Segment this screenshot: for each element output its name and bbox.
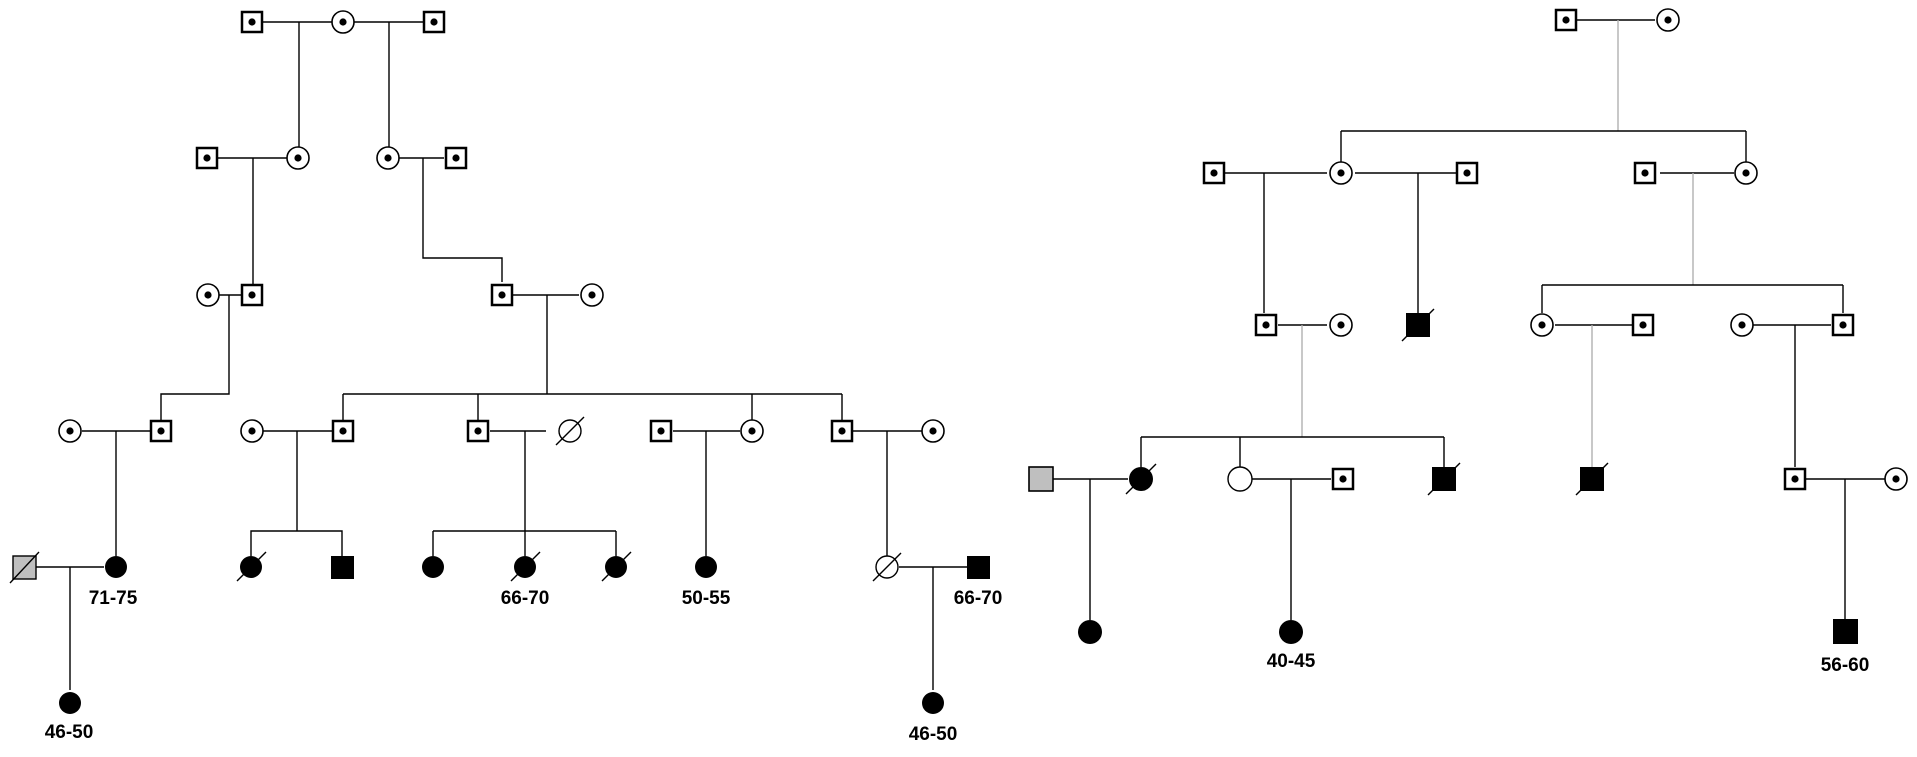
carrier-male-symbol bbox=[1783, 467, 1807, 491]
carrier-male-symbol bbox=[490, 283, 514, 307]
affected-female-symbol bbox=[922, 692, 944, 714]
right-pedigree-individuals bbox=[1028, 8, 1908, 644]
carrier-male-symbol bbox=[1202, 161, 1226, 185]
left-age-labels: 71-75 46-50 66-70 50-55 66-70 46-50 bbox=[45, 588, 1003, 745]
deceased-affected-female-symbol bbox=[510, 551, 541, 582]
carrier-female-symbol bbox=[196, 283, 220, 307]
carrier-male-symbol bbox=[466, 419, 490, 443]
affected-male-symbol bbox=[331, 556, 354, 579]
left-pedigree bbox=[36, 21, 967, 690]
carrier-male-symbol bbox=[444, 146, 468, 170]
unknown-male-symbol bbox=[1028, 466, 1054, 492]
age-label: 66-70 bbox=[501, 588, 550, 609]
carrier-male-symbol bbox=[1831, 313, 1855, 337]
carrier-female-symbol bbox=[1329, 313, 1353, 337]
carrier-female-symbol bbox=[1656, 8, 1680, 32]
carrier-male-symbol bbox=[649, 419, 673, 443]
affected-male-symbol bbox=[967, 556, 990, 579]
age-label: 66-70 bbox=[954, 588, 1003, 609]
carrier-female-symbol bbox=[580, 283, 604, 307]
age-label: 50-55 bbox=[682, 588, 731, 609]
deceased-unknown-male-symbol bbox=[9, 551, 40, 584]
carrier-male-symbol bbox=[331, 419, 355, 443]
sibship-line bbox=[1140, 436, 1445, 467]
carrier-female-symbol bbox=[1734, 161, 1758, 185]
carrier-male-symbol bbox=[1631, 313, 1655, 337]
affected-female-symbol bbox=[59, 692, 81, 714]
carrier-male-symbol bbox=[830, 419, 854, 443]
right-age-labels: 40-45 56-60 bbox=[1267, 651, 1870, 676]
left-pedigree-individuals bbox=[9, 10, 990, 714]
sibship-line bbox=[1541, 284, 1844, 313]
descent-line bbox=[432, 531, 617, 556]
carrier-female-symbol bbox=[58, 419, 82, 443]
carrier-female-symbol bbox=[1530, 313, 1554, 337]
carrier-female-symbol bbox=[1884, 467, 1908, 491]
descent-line bbox=[422, 158, 503, 282]
carrier-male-symbol bbox=[1554, 8, 1578, 32]
age-label: 71-75 bbox=[89, 588, 138, 609]
descent-line bbox=[69, 567, 934, 690]
carrier-female-symbol bbox=[1329, 161, 1353, 185]
affected-male-symbol bbox=[1833, 619, 1858, 644]
deceased-affected-female-symbol bbox=[601, 551, 632, 582]
right-pedigree bbox=[1051, 19, 1885, 620]
carrier-male-symbol bbox=[1331, 467, 1355, 491]
carrier-male-symbol bbox=[149, 419, 173, 443]
age-label: 40-45 bbox=[1267, 651, 1316, 672]
carrier-female-symbol bbox=[740, 419, 764, 443]
descent-line bbox=[298, 22, 390, 158]
descent-line bbox=[250, 431, 343, 556]
carrier-female-symbol bbox=[240, 419, 264, 443]
deceased-unaffected-female-symbol bbox=[555, 416, 585, 446]
affected-female-symbol bbox=[1078, 620, 1102, 644]
unaffected-female-symbol bbox=[1227, 466, 1253, 492]
descent-line bbox=[160, 295, 230, 420]
carrier-male-symbol bbox=[1633, 161, 1657, 185]
deceased-affected-female-symbol bbox=[236, 551, 267, 582]
affected-female-symbol bbox=[105, 556, 127, 578]
carrier-female-symbol bbox=[921, 419, 945, 443]
carrier-female-symbol bbox=[286, 146, 310, 170]
carrier-male-symbol bbox=[1455, 161, 1479, 185]
deceased-affected-male-symbol bbox=[1401, 308, 1435, 342]
affected-female-symbol bbox=[1279, 620, 1303, 644]
descent-line bbox=[342, 394, 843, 420]
deceased-unaffected-female-symbol bbox=[872, 552, 902, 582]
carrier-male-symbol bbox=[240, 10, 264, 34]
carrier-male-symbol bbox=[422, 10, 446, 34]
carrier-female-symbol bbox=[376, 146, 400, 170]
deceased-affected-male-symbol bbox=[1575, 462, 1609, 496]
age-label: 56-60 bbox=[1821, 655, 1870, 676]
carrier-male-symbol bbox=[1254, 313, 1278, 337]
affected-female-symbol bbox=[695, 556, 717, 578]
carrier-female-symbol bbox=[1730, 313, 1754, 337]
sibship-line bbox=[1340, 130, 1747, 162]
carrier-male-symbol bbox=[240, 283, 264, 307]
deceased-affected-male-symbol bbox=[1427, 462, 1461, 496]
deceased-affected-female-symbol bbox=[1125, 463, 1157, 495]
affected-female-symbol bbox=[422, 556, 444, 578]
age-label: 46-50 bbox=[909, 724, 958, 745]
carrier-male-symbol bbox=[195, 146, 219, 170]
age-label: 46-50 bbox=[45, 722, 94, 743]
carrier-female-symbol bbox=[331, 10, 355, 34]
